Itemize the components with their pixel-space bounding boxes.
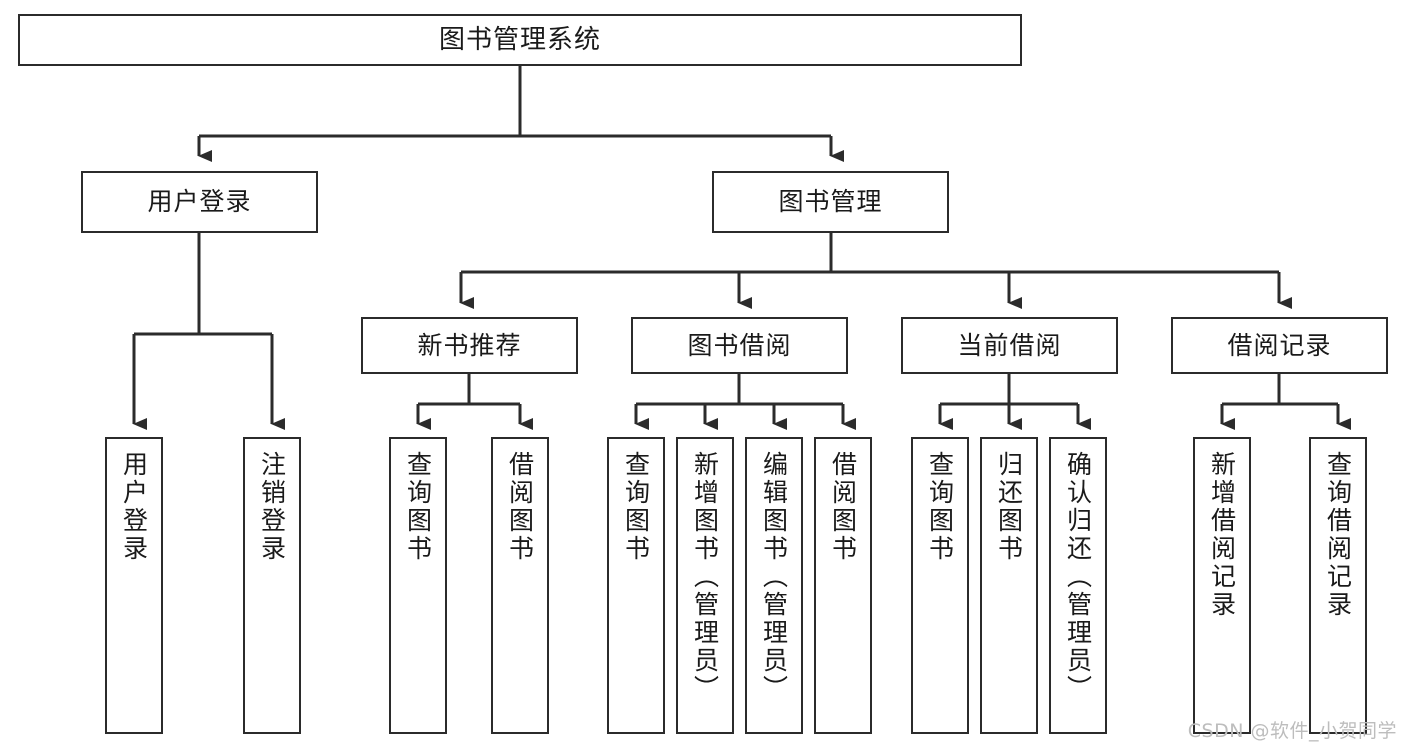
- node-leaf-edit-book[interactable]: 编辑图书（管理员）: [745, 437, 803, 734]
- node-user-login-label: 用户登录: [147, 187, 252, 217]
- node-leaf-user-login-label: 用户登录: [119, 451, 149, 563]
- node-book-manage-label: 图书管理: [778, 187, 883, 217]
- node-current-borrow-label: 当前借阅: [957, 330, 1062, 360]
- node-new-book-rec-label: 新书推荐: [417, 330, 522, 360]
- node-leaf-query-book-2[interactable]: 查询图书: [607, 437, 665, 734]
- node-current-borrow[interactable]: 当前借阅: [901, 317, 1118, 374]
- node-leaf-edit-book-label: 编辑图书（管理员）: [759, 451, 789, 703]
- node-leaf-query-book-1-label: 查询图书: [403, 451, 433, 563]
- node-root-label: 图书管理系统: [438, 24, 601, 55]
- node-leaf-confirm-return[interactable]: 确认归还（管理员）: [1049, 437, 1107, 734]
- node-leaf-borrow-book-2-label: 借阅图书: [828, 451, 858, 563]
- node-book-borrow[interactable]: 图书借阅: [631, 317, 848, 374]
- node-leaf-confirm-return-label: 确认归还（管理员）: [1063, 451, 1093, 703]
- node-leaf-user-logout-label: 注销登录: [257, 451, 287, 563]
- node-root[interactable]: 图书管理系统: [18, 14, 1022, 66]
- node-leaf-query-book-1[interactable]: 查询图书: [389, 437, 447, 734]
- node-leaf-add-book[interactable]: 新增图书（管理员）: [676, 437, 734, 734]
- node-leaf-borrow-book-1[interactable]: 借阅图书: [491, 437, 549, 734]
- node-leaf-add-record-label: 新增借阅记录: [1207, 451, 1237, 619]
- node-borrow-record-label: 借阅记录: [1227, 330, 1332, 360]
- node-leaf-query-record[interactable]: 查询借阅记录: [1309, 437, 1367, 734]
- node-leaf-add-book-label: 新增图书（管理员）: [690, 451, 720, 703]
- node-leaf-return-book[interactable]: 归还图书: [980, 437, 1038, 734]
- node-leaf-query-record-label: 查询借阅记录: [1323, 451, 1353, 619]
- node-leaf-borrow-book-2[interactable]: 借阅图书: [814, 437, 872, 734]
- node-user-login[interactable]: 用户登录: [81, 171, 318, 233]
- node-leaf-query-book-3-label: 查询图书: [925, 451, 955, 563]
- node-leaf-borrow-book-1-label: 借阅图书: [505, 451, 535, 563]
- node-book-manage[interactable]: 图书管理: [712, 171, 949, 233]
- node-new-book-rec[interactable]: 新书推荐: [361, 317, 578, 374]
- node-leaf-user-logout[interactable]: 注销登录: [243, 437, 301, 734]
- node-book-borrow-label: 图书借阅: [687, 330, 792, 360]
- node-leaf-query-book-3[interactable]: 查询图书: [911, 437, 969, 734]
- watermark: CSDN @软件_小贺同学: [1187, 720, 1397, 742]
- node-leaf-add-record[interactable]: 新增借阅记录: [1193, 437, 1251, 734]
- node-borrow-record[interactable]: 借阅记录: [1171, 317, 1388, 374]
- node-leaf-user-login[interactable]: 用户登录: [105, 437, 163, 734]
- node-leaf-query-book-2-label: 查询图书: [621, 451, 651, 563]
- node-leaf-return-book-label: 归还图书: [994, 451, 1024, 563]
